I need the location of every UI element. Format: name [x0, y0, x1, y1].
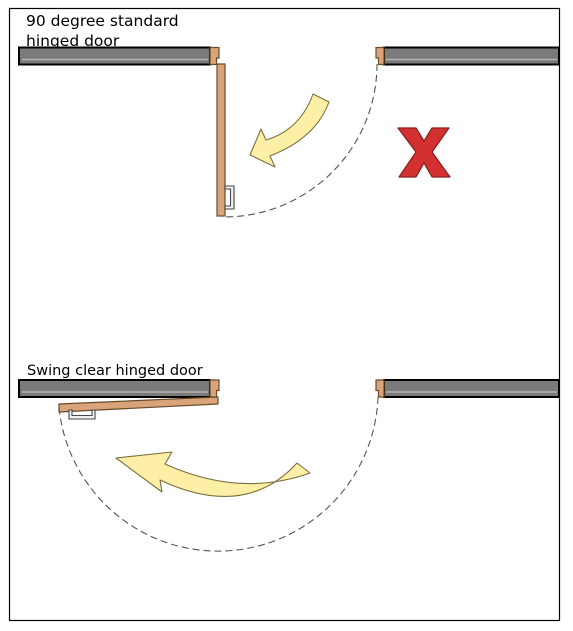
swing-clear-door-label-line-1: Swing clear hinged door	[27, 363, 203, 379]
right-door-jamb	[375, 46, 385, 66]
right-wall	[383, 379, 560, 398]
right-door-jamb	[375, 379, 385, 398]
door-swing-path	[223, 63, 378, 218]
left-door-jamb	[209, 46, 220, 66]
swing-clear-door-label: Swing clear hinged door	[27, 363, 203, 379]
standard-door-label-line-1: 90 degree standard	[26, 12, 179, 30]
swing-direction-arrow	[115, 451, 311, 497]
door-handle	[68, 409, 96, 420]
right-wall	[383, 46, 560, 66]
standard-door-label-line-2: hinged door	[26, 32, 120, 50]
left-wall	[18, 379, 211, 398]
standard-door-label: 90 degree standard hinged door	[26, 12, 184, 50]
door-handle	[224, 185, 235, 210]
swing-direction-arrow	[249, 93, 330, 168]
diagram-frame	[8, 7, 561, 622]
red-x-icon	[397, 127, 451, 178]
left-wall	[18, 46, 211, 66]
door-swing-path	[58, 396, 379, 552]
standard-hinged-door-diagram: 90 degree standard hinged door	[18, 12, 560, 218]
swing-clear-hinged-door-diagram: Swing clear hinged door	[18, 363, 560, 552]
door-leaf	[216, 63, 226, 217]
